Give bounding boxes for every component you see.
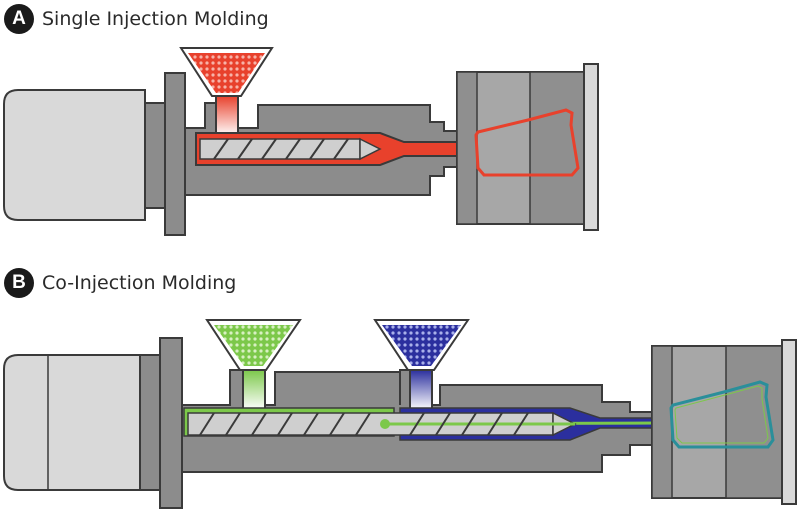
motor-icon — [3, 354, 161, 491]
molded-part — [474, 108, 580, 177]
hopper-icon — [373, 319, 470, 411]
machine-b — [3, 319, 797, 509]
section-a-label: A Single Injection Molding — [4, 4, 269, 34]
screw-icon — [199, 137, 382, 161]
section-a-title: Single Injection Molding — [42, 8, 269, 30]
mounting-plate — [159, 337, 183, 509]
motor-icon — [3, 89, 166, 221]
section-b-label: B Co-Injection Molding — [4, 268, 236, 298]
screw-icon — [187, 411, 577, 437]
mounting-plate — [164, 72, 186, 236]
section-b-title: Co-Injection Molding — [42, 272, 237, 294]
hopper-icon — [179, 47, 274, 137]
section-b-badge: B — [4, 268, 34, 298]
hopper-icon — [205, 319, 302, 411]
molded-part — [669, 380, 775, 449]
section-a-badge: A — [4, 4, 34, 34]
mold-icon — [651, 339, 797, 505]
molded-part-core — [674, 385, 769, 444]
mold-icon — [456, 63, 599, 231]
machine-a — [3, 47, 599, 236]
